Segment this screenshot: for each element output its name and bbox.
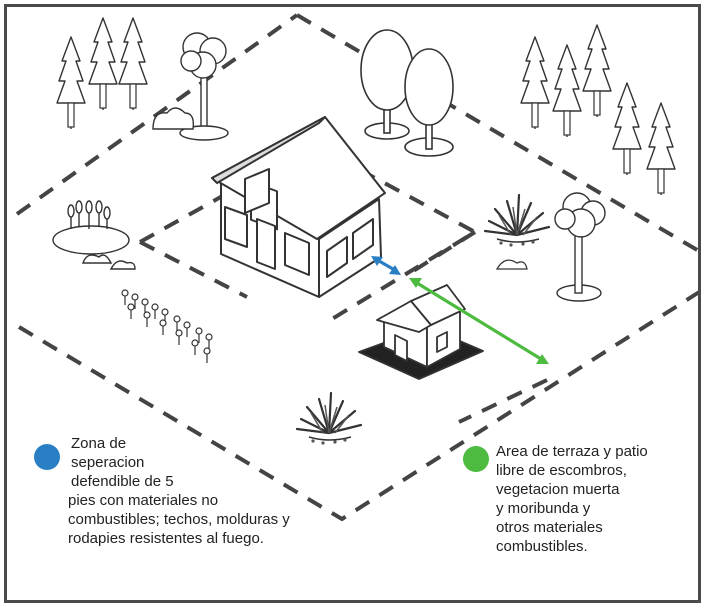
rock-icon <box>495 259 528 270</box>
blue-dot-icon <box>34 444 60 470</box>
deciduous-tree-icon <box>179 32 229 141</box>
shrub-icon <box>152 107 195 130</box>
legend-defensible-zone-heading: Zona de seperacion defendible de 5 <box>71 435 174 490</box>
diagram-frame: Zona de seperacion defendible de 5 pies … <box>4 4 701 603</box>
green-dot-icon <box>463 446 489 472</box>
green-distance-arrow <box>409 278 549 364</box>
legend-defensible-zone: Zona de seperacion defendible de 5 pies … <box>34 434 354 548</box>
flower-row-icon <box>121 289 213 364</box>
agave-plant-icon <box>483 193 551 248</box>
pine-tree-icon <box>520 24 676 196</box>
flower-bed-icon <box>52 200 136 270</box>
blue-distance-arrow <box>371 256 401 275</box>
shed-icon <box>358 284 484 380</box>
house-icon <box>211 116 386 298</box>
legend-deck-patio-area: Area de terraza y patio libre de escombr… <box>463 442 698 556</box>
property-zones-illustration <box>15 13 698 522</box>
pine-tree-icon <box>56 17 148 130</box>
legend-defensible-zone-text: pies con materiales no combustibles; tec… <box>68 492 290 547</box>
legend-deck-patio-text: Area de terraza y patio libre de escombr… <box>496 443 648 555</box>
deciduous-tree-icon <box>360 29 454 157</box>
deciduous-tree-icon <box>554 192 606 302</box>
